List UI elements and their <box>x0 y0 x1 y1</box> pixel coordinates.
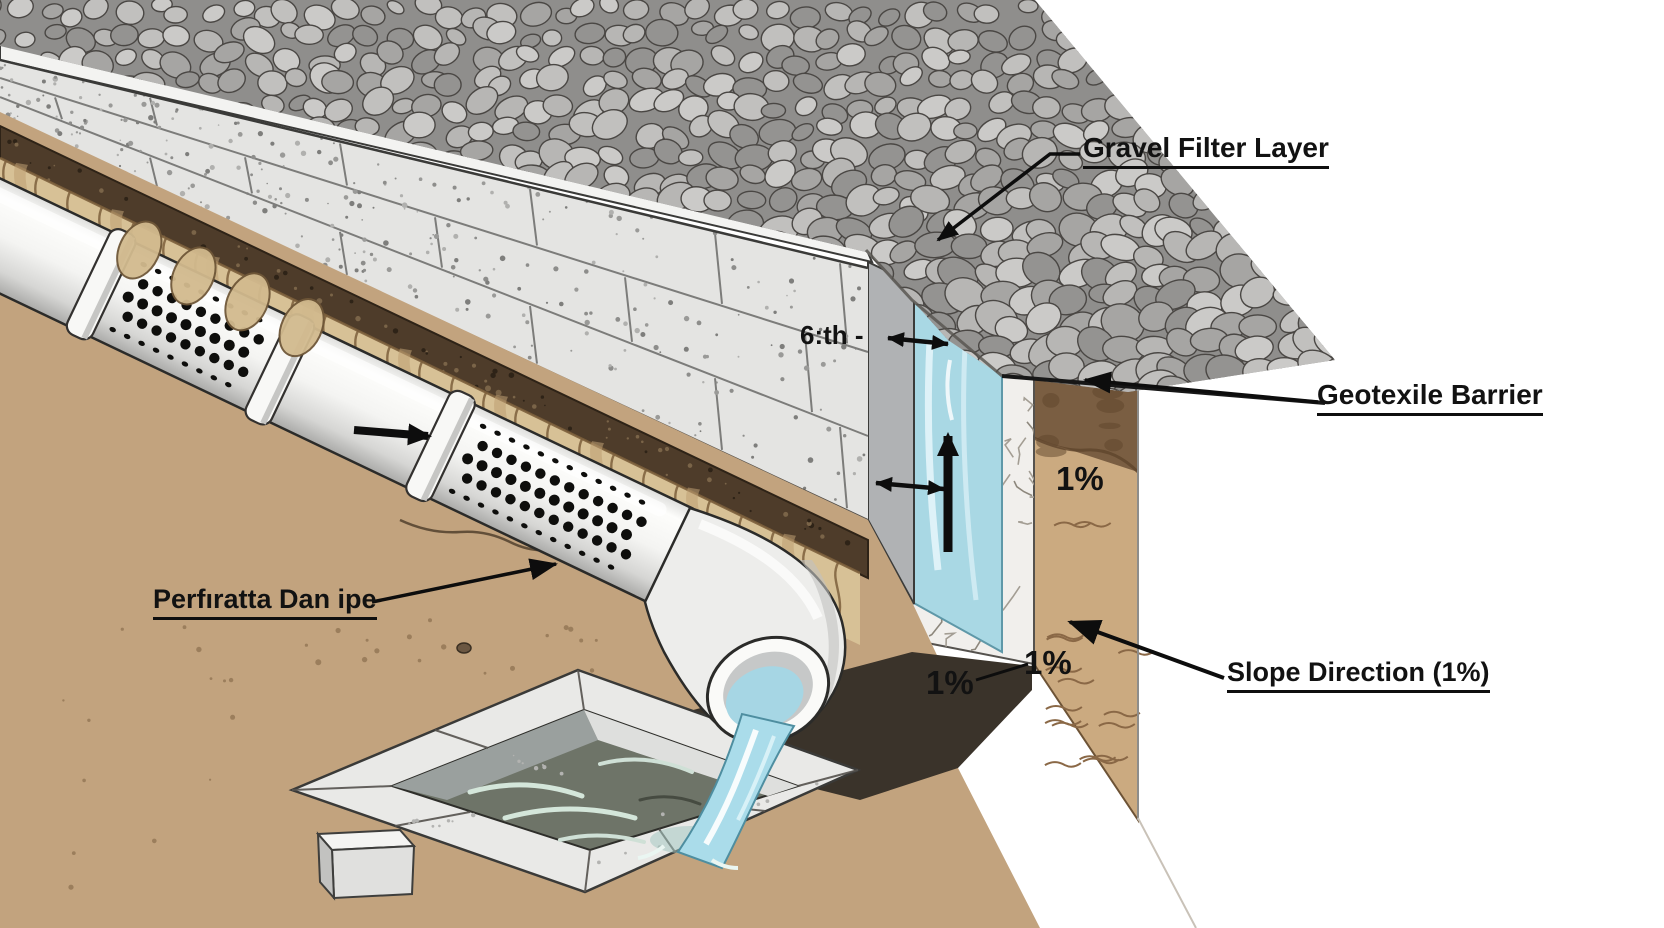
slope-percent-pipe: 1% <box>926 664 974 701</box>
concrete-block <box>315 828 417 901</box>
gravel-filter-layer-label: Gravel Filter Layer <box>1083 133 1329 170</box>
basin-water-swirls <box>467 757 702 844</box>
slope-percent-connector <box>975 662 1029 682</box>
pipe-elbow-outlet <box>643 506 847 745</box>
slope-percent-upper: 1% <box>1056 460 1104 497</box>
water-stream <box>637 712 796 870</box>
dimension-arrow-bottom <box>875 476 945 496</box>
pebble <box>456 642 472 654</box>
wall-dimension-note: 6:th - <box>800 320 864 350</box>
slope-percent-soil: 1% <box>1024 644 1072 681</box>
flow-direction-arrow <box>353 423 432 446</box>
drain-channel-water <box>911 280 1003 654</box>
slope-direction-label: Slope Direction (1%) <box>1227 658 1490 694</box>
geotextile-leader-arrow <box>1083 371 1319 404</box>
geotextile-barrier-label: Geotexile Barrier <box>1317 380 1543 417</box>
gravel-filter-leader-arrow <box>936 152 1080 242</box>
fabric-wrap-flaps <box>116 220 325 358</box>
slope-direction-leader-arrow <box>1067 620 1225 680</box>
annotations <box>353 152 1319 682</box>
dimension-arrow-top <box>887 332 949 350</box>
perforated-drain-pipe-label: Perfıratta Dan ipe <box>153 585 377 621</box>
pipe-mouth <box>705 635 831 745</box>
basin-rim-joints <box>291 669 859 893</box>
perforated-pipe-leader-arrow <box>371 558 558 604</box>
